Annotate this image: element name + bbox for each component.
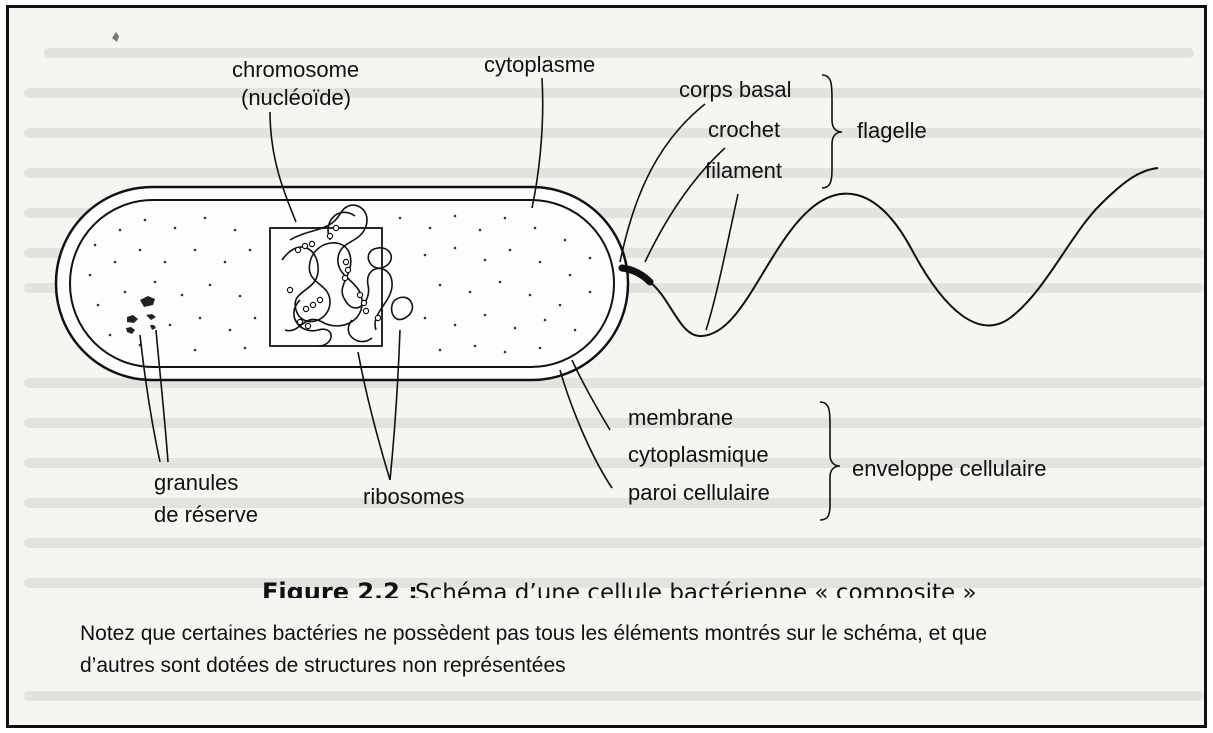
label-nucleoid: (nucléoïde)	[241, 85, 351, 110]
label-chromosome: chromosome	[232, 57, 359, 82]
caption-number: Figure 2.2 :	[262, 578, 418, 606]
explanatory-note: Notez que certaines bactéries ne possède…	[80, 618, 1180, 682]
note-line-2: d’autres sont dotées de structures non r…	[80, 650, 1180, 682]
figure-caption: Figure 2.2 : Schéma d’une cellule bactér…	[262, 578, 977, 606]
enveloppe-brace	[820, 402, 840, 520]
label-cytoplasmique: cytoplasmique	[628, 442, 769, 467]
nucleoid-region	[270, 228, 382, 346]
label-de-reserve: de réserve	[154, 502, 258, 527]
label-enveloppe: enveloppe cellulaire	[852, 456, 1046, 481]
label-filament: filament	[705, 158, 782, 183]
label-flagelle: flagelle	[857, 118, 927, 143]
label-corps-basal: corps basal	[679, 77, 792, 102]
label-crochet: crochet	[708, 117, 780, 142]
speck-mark	[112, 32, 119, 42]
label-paroi: paroi cellulaire	[628, 480, 770, 505]
label-ribosomes: ribosomes	[363, 484, 464, 509]
label-membrane: membrane	[628, 405, 733, 430]
label-cytoplasme: cytoplasme	[484, 52, 595, 77]
caption-text: Schéma d’une cellule bactérienne « compo…	[415, 580, 977, 606]
note-line-1: Notez que certaines bactéries ne possède…	[80, 618, 1180, 650]
flagelle-brace	[822, 75, 842, 188]
label-granules: granules	[154, 470, 238, 495]
